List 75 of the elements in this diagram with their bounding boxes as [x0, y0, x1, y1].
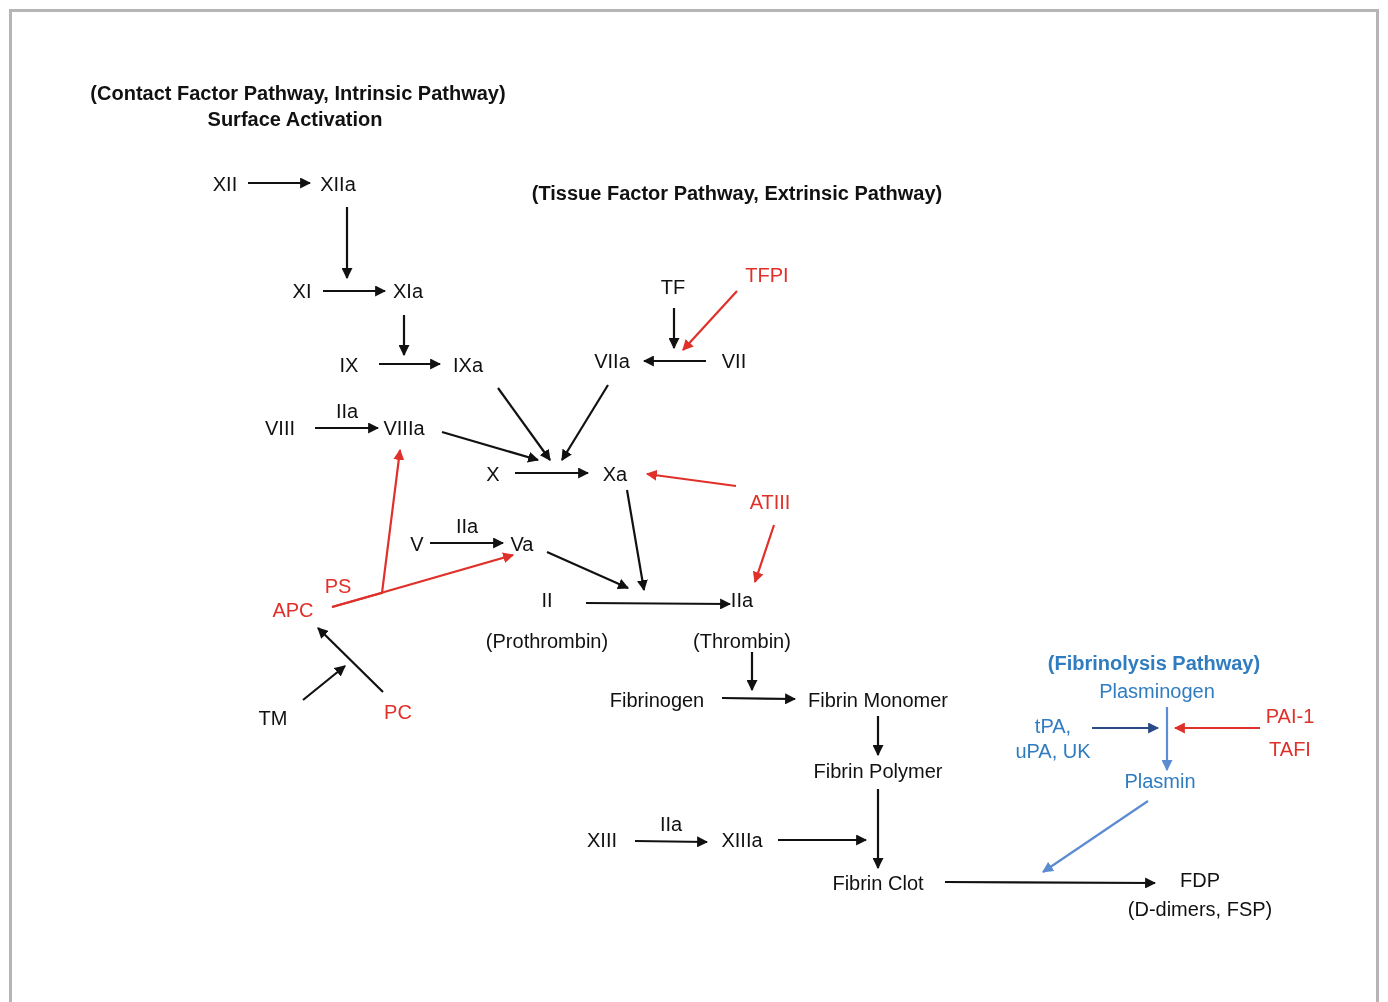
arrow — [746, 652, 758, 692]
factor-label: XIII — [584, 825, 620, 855]
factor-label: PAI-1 — [1265, 704, 1315, 729]
factor-label: FDP — [1180, 868, 1220, 893]
arrow — [341, 207, 353, 280]
factor-label: XI — [289, 276, 315, 306]
pathway-heading: (Contact Factor Pathway, Intrinsic Pathway) — [90, 81, 506, 105]
factor-label: IXa — [450, 350, 486, 380]
arrow — [323, 285, 387, 297]
factor-label: VII — [718, 346, 750, 376]
arrow — [722, 693, 797, 705]
factor-label: VIII — [262, 413, 298, 443]
factor-label: V — [407, 529, 427, 559]
factor-label: XIIa — [317, 169, 359, 199]
arrow — [682, 290, 738, 351]
factor-label: Plasmin — [1121, 766, 1199, 796]
factor-label: TM — [255, 703, 291, 733]
arrow — [586, 598, 732, 610]
arrow — [398, 315, 410, 357]
factor-label: (Thrombin) — [693, 629, 791, 654]
factor-label: Plasminogen — [1096, 676, 1218, 706]
factor-label: PC — [381, 697, 415, 727]
arrow — [945, 877, 1157, 889]
factor-label: ATIII — [746, 487, 794, 517]
arrow — [625, 489, 648, 592]
arrow — [872, 716, 884, 757]
arrow — [331, 552, 515, 609]
arrow — [778, 834, 868, 846]
arrow — [668, 308, 680, 350]
factor-label: XIIIa — [718, 825, 766, 855]
arrow — [515, 467, 590, 479]
arrow — [379, 358, 442, 370]
factor-label: tPA, uPA, UK — [1010, 712, 1096, 766]
factor-label: XIa — [390, 276, 426, 306]
arrow — [872, 789, 884, 870]
factor-label: Fibrin Polymer — [810, 756, 946, 786]
factor-label: Va — [507, 529, 537, 559]
pathway-heading: (Tissue Factor Pathway, Extrinsic Pathway) — [531, 181, 943, 205]
cofactor-label: PS — [324, 574, 352, 598]
arrow — [546, 551, 629, 589]
factor-label: IIa — [730, 588, 754, 613]
factor-label: Fibrin Monomer — [805, 685, 951, 715]
arrow — [1092, 722, 1160, 734]
arrow — [1173, 722, 1260, 734]
arrow — [635, 836, 709, 848]
arrow — [1042, 800, 1149, 873]
arrow — [302, 665, 346, 701]
arrow — [430, 537, 505, 549]
arrow — [752, 524, 776, 584]
factor-label: Fibrin Clot — [829, 868, 927, 898]
factor-label: Fibrinogen — [606, 685, 708, 715]
factor-label: APC — [269, 595, 317, 625]
arrow — [315, 422, 380, 434]
arrow — [497, 387, 551, 461]
arrow — [642, 355, 706, 367]
factor-label: TAFI — [1269, 737, 1311, 762]
factor-label: II — [541, 588, 553, 613]
factor-label: X — [483, 459, 503, 489]
factor-label: TFPI — [742, 260, 792, 290]
pathway-heading: Surface Activation — [207, 107, 383, 131]
factor-label: Xa — [599, 459, 631, 489]
arrow — [1161, 707, 1173, 772]
factor-label: (Prothrombin) — [485, 629, 609, 654]
arrow — [441, 430, 540, 463]
factor-label: XII — [209, 169, 241, 199]
pathway-heading: (Fibrinolysis Pathway) — [1047, 651, 1261, 675]
arrow — [248, 177, 312, 189]
factor-label: VIIa — [591, 346, 633, 376]
factor-label: IX — [336, 350, 362, 380]
factor-label: TF — [657, 272, 689, 302]
arrow — [645, 469, 737, 488]
factor-label: (D-dimers, FSP) — [1127, 897, 1273, 922]
factor-label: VIIIa — [380, 413, 428, 443]
arrow — [561, 384, 609, 461]
arrow — [317, 627, 384, 693]
